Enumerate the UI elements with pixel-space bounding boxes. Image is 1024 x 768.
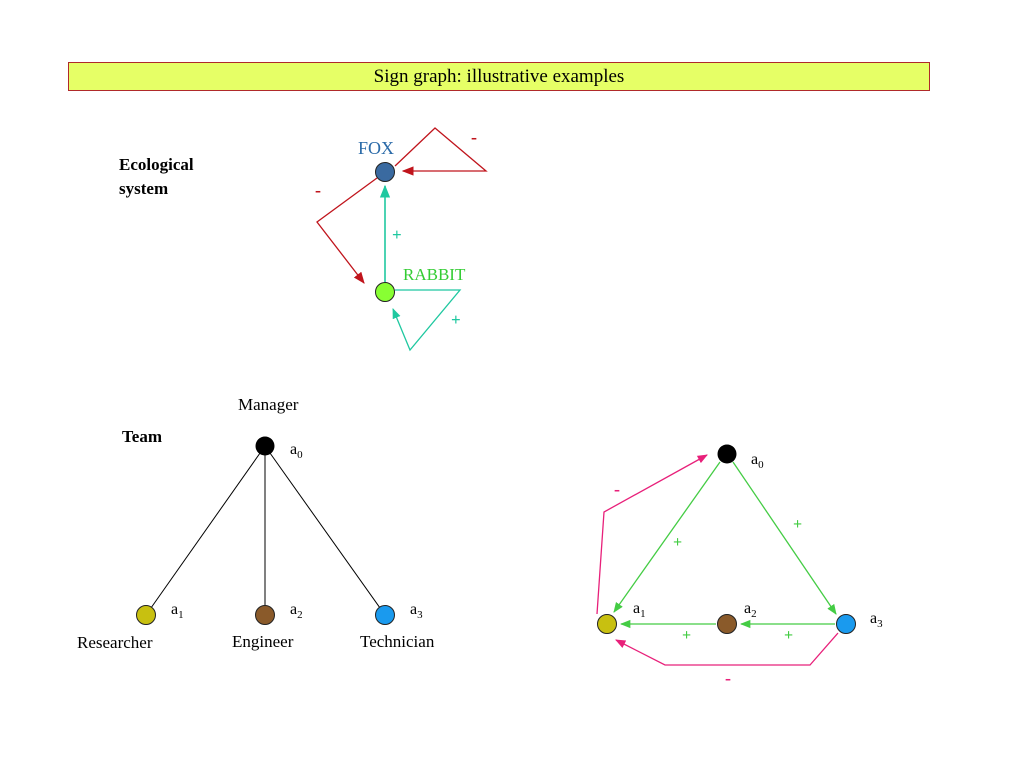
engineer-node [255,605,275,625]
team-a1-label: a1 [171,601,184,621]
technician-node [375,605,395,625]
engineer-role-label: Engineer [232,632,294,651]
team-a3-label: a3 [410,601,423,621]
team-label: Team [122,427,162,446]
team-section: Team Manager Researcher Engineer Technic… [77,395,435,652]
rabbit-label: RABBIT [403,265,466,284]
fox-node [375,162,395,182]
signed-a1-node [597,614,617,634]
technician-role-label: Technician [360,632,435,651]
edge-fox-self [394,127,488,176]
signed-a3-label: a3 [870,610,883,630]
signed-a0-node [717,444,737,464]
sign-a0-a1: + [673,534,682,551]
edge-rabbit-self [392,289,462,352]
signed-a0-label: a0 [751,451,764,471]
sign-a2-a1: + [682,627,691,644]
ecological-label-line2: system [119,179,168,198]
tree-edge-a0-a1 [145,445,266,616]
rabbit-node [375,282,395,302]
page-title: Sign graph: illustrative examples [68,62,930,91]
team-a2-label: a2 [290,601,303,621]
tree-edge-a0-a3 [264,445,386,616]
sign-fox-to-rabbit: - [315,180,321,200]
signed-edge-a0-a1 [613,461,721,613]
signed-team-section: a0 a1 a2 a3 + + + + - - [596,444,883,688]
sign-rabbit-self: + [451,310,461,329]
sign-a1-a0: - [614,479,620,499]
signed-a2-label: a2 [744,600,757,620]
sign-fox-self: - [471,127,477,147]
ecological-label-line1: Ecological [119,155,194,174]
signed-a3-node [836,614,856,634]
signed-edge-a3-a1 [615,632,839,666]
sign-a3-a2: + [784,627,793,644]
manager-role-label: Manager [238,395,299,414]
ecological-section: Ecological system FOX RABBIT - - + + [119,127,488,352]
manager-node [255,436,275,456]
sign-a3-a1: - [725,668,731,688]
sign-a0-a3: + [793,516,802,533]
researcher-role-label: Researcher [77,633,153,652]
signed-a2-node [717,614,737,634]
researcher-node [136,605,156,625]
edge-fox-to-rabbit [316,177,378,284]
sign-rabbit-to-fox: + [392,225,402,244]
signed-edge-a1-a0 [596,454,708,615]
signed-edge-a0-a3 [732,461,837,615]
fox-label: FOX [358,138,394,158]
signed-a1-label: a1 [633,600,646,620]
team-a0-label: a0 [290,441,303,461]
